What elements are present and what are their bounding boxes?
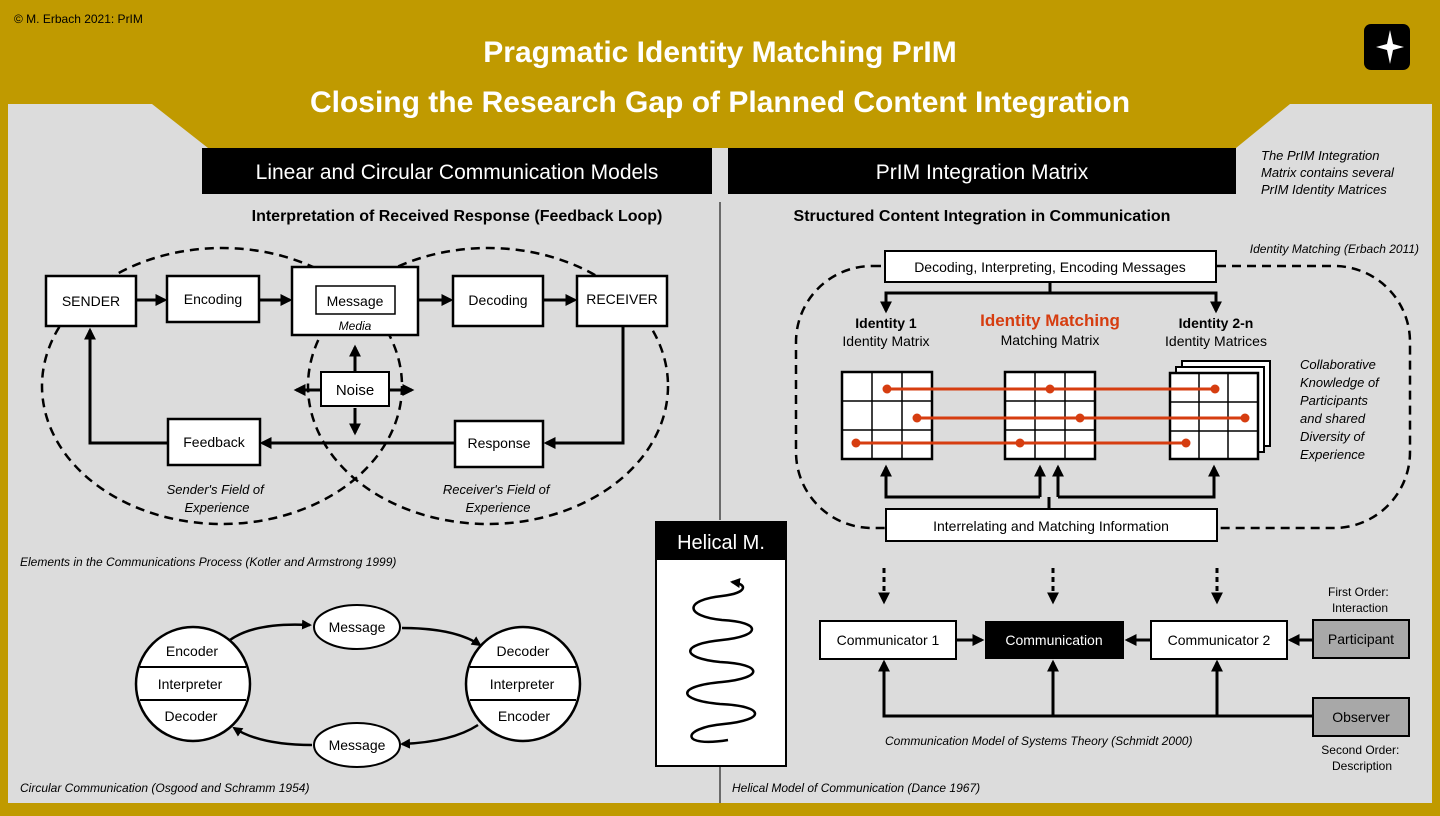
helical-label: Helical M. (677, 532, 765, 554)
right-interpreter: Interpreter (490, 676, 555, 692)
receiver-field-label: Receiver's Field of Experience (443, 482, 553, 515)
observer-box (1312, 697, 1410, 737)
message-bottom-ellipse (313, 722, 401, 768)
response-box (453, 419, 545, 469)
feedback-label: Feedback (183, 434, 245, 450)
noise-label: Noise (336, 382, 374, 399)
left-decoder: Decoder (165, 708, 218, 724)
sparkle-logo-icon (1364, 24, 1410, 70)
interrelating-label: Interrelating and Matching Information (933, 518, 1169, 534)
right-encoder: Encoder (498, 708, 550, 724)
left-interpreter: Interpreter (158, 676, 223, 692)
communicator1-label: Communicator 1 (837, 632, 940, 648)
right-subtitle: Structured Content Integration in Commun… (794, 208, 1171, 225)
feedback-arrows (84, 326, 625, 449)
second-order-label: Second Order: Description (1321, 743, 1402, 773)
receiver-field-ellipse (306, 246, 670, 526)
interrelating-up-arrows (880, 464, 1220, 510)
encoding-label: Encoding (184, 291, 242, 307)
helical-header (656, 522, 786, 560)
identity2-subtitle: Identity Matrices (1165, 333, 1267, 349)
decoding-interpreting-label: Decoding, Interpreting, Encoding Message… (914, 259, 1186, 275)
sender-field-ellipse (40, 246, 404, 526)
response-label: Response (467, 435, 530, 451)
left-subtitle: Interpretation of Received Response (Fee… (252, 208, 663, 225)
right-circle (464, 625, 582, 743)
copyright: © M. Erbach 2021: PrIM (14, 12, 143, 26)
identity-matching-ref: Identity Matching (Erbach 2011) (1250, 242, 1419, 256)
decoding-interpreting-box (884, 250, 1217, 283)
collaborative-note: Collaborative Knowledge of Participants … (1300, 357, 1382, 462)
communication-box (985, 621, 1124, 659)
systems-theory-caption: Communication Model of Systems Theory (S… (885, 734, 1192, 748)
matching-matrix-subtitle: Matching Matrix (1001, 332, 1100, 348)
noise-box (320, 371, 390, 407)
helix-spiral-icon (686, 578, 757, 744)
side-note: The PrIM Integration Matrix contains sev… (1261, 148, 1398, 197)
right-decoder: Decoder (497, 643, 550, 659)
left-circle (134, 625, 252, 743)
decoding-branch-arrows (880, 282, 1222, 314)
left-section-header (202, 148, 712, 194)
observer-arrows (878, 659, 1313, 718)
left-section-title: Linear and Circular Communication Models (256, 161, 659, 184)
page-title: Pragmatic Identity Matching PrIM (483, 36, 956, 69)
encoding-box (165, 274, 261, 324)
right-section-title: PrIM Integration Matrix (876, 161, 1089, 184)
sender-label: SENDER (62, 293, 120, 309)
first-order-label: First Order: Interaction (1328, 585, 1392, 615)
linear-caption: Elements in the Communications Process (… (20, 555, 396, 569)
circular-arrows (229, 619, 482, 749)
message-inner-box (315, 285, 396, 315)
noise-arrows (293, 344, 415, 436)
communication-label: Communication (1005, 632, 1102, 648)
message-top-ellipse (313, 604, 401, 650)
decoding-label: Decoding (468, 292, 527, 308)
communicator2-label: Communicator 2 (1168, 632, 1271, 648)
receiver-label: RECEIVER (586, 291, 658, 307)
identity1-subtitle: Identity Matrix (842, 333, 929, 349)
message-label: Message (327, 293, 384, 309)
media-label: Media (339, 319, 372, 333)
decoding-box (451, 274, 545, 328)
helical-caption: Helical Model of Communication (Dance 19… (732, 781, 980, 795)
left-encoder: Encoder (166, 643, 218, 659)
interrelating-box (885, 508, 1218, 542)
observer-label: Observer (1332, 709, 1390, 725)
communicator2-box (1150, 620, 1288, 660)
identity-matching-title: Identity Matching (980, 311, 1120, 330)
circular-caption: Circular Communication (Osgood and Schra… (20, 781, 309, 795)
feedback-box (166, 417, 262, 467)
page-subtitle: Closing the Research Gap of Planned Cont… (310, 86, 1130, 119)
matching-dots (851, 384, 1250, 448)
dashed-down-arrows (878, 568, 1223, 605)
identity1-title: Identity 1 (855, 315, 917, 331)
sender-field-label: Sender's Field of Experience (167, 482, 268, 515)
identity2-title: Identity 2-n (1179, 315, 1254, 331)
sender-box (44, 274, 138, 328)
right-section-header (728, 148, 1236, 194)
message-top-label: Message (329, 619, 386, 635)
participant-label: Participant (1328, 631, 1394, 647)
message-bottom-label: Message (329, 737, 386, 753)
